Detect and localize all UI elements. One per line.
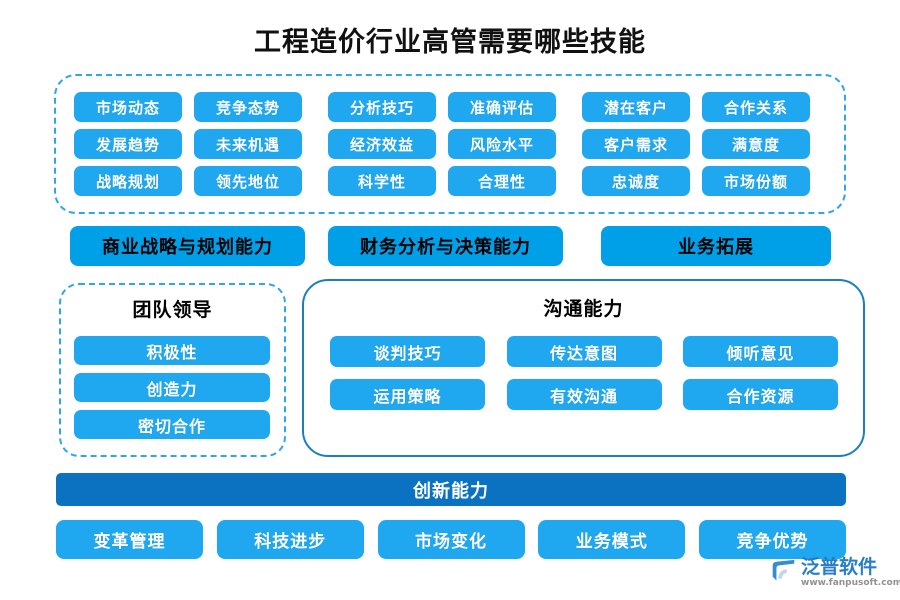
communication-pill[interactable]: 谈判技巧	[330, 336, 485, 367]
communication-pill[interactable]: 合作资源	[683, 379, 838, 410]
team-leadership-pill[interactable]: 创造力	[74, 373, 270, 402]
top-skills-dashed-container	[54, 74, 846, 214]
skill-pill[interactable]: 战略规划	[74, 166, 182, 196]
skill-pill[interactable]: 经济效益	[328, 129, 436, 159]
team-leadership-pill[interactable]: 积极性	[74, 336, 270, 365]
innovation-pill[interactable]: 市场变化	[377, 520, 525, 559]
team-leadership-dashed-container	[59, 283, 286, 457]
skill-pill[interactable]: 科学性	[328, 166, 436, 196]
innovation-items-row: 变革管理 科技进步 市场变化 业务模式 竞争优势	[56, 520, 846, 559]
skill-pill[interactable]: 分析技巧	[328, 92, 436, 122]
watermark-text: 泛普软件 www.fanpusoft.com	[801, 558, 900, 588]
innovation-pill[interactable]: 竞争优势	[699, 520, 846, 559]
top-skills-row-1: 市场动态 竞争态势 分析技巧 准确评估 潜在客户 合作关系	[74, 92, 826, 122]
group-spacer	[556, 129, 582, 159]
innovation-pill[interactable]: 变革管理	[56, 520, 203, 559]
top-skills-row-3: 战略规划 领先地位 科学性 合理性 忠诚度 市场份额	[74, 166, 826, 196]
team-leadership-pill[interactable]: 密切合作	[74, 410, 270, 439]
skill-pill[interactable]: 未来机遇	[194, 129, 302, 159]
top-skills-pair-3: 潜在客户 合作关系	[582, 92, 810, 122]
category-bar-business-development[interactable]: 业务拓展	[601, 226, 831, 266]
team-leadership-title: 团队领导	[132, 299, 213, 321]
communication-container	[302, 279, 865, 457]
communication-row-2: 运用策略 有效沟通 合作资源	[330, 379, 838, 410]
category-bar-financial-analysis[interactable]: 财务分析与决策能力	[328, 226, 563, 266]
communication-pill[interactable]: 运用策略	[330, 379, 485, 410]
watermark-logo: 泛普软件 www.fanpusoft.com	[768, 552, 900, 594]
top-skills-row-2: 发展趋势 未来机遇 经济效益 风险水平 客户需求 满意度	[74, 129, 826, 159]
skill-pill[interactable]: 风险水平	[448, 129, 556, 159]
skill-pill[interactable]: 忠诚度	[582, 166, 690, 196]
group-spacer	[302, 92, 328, 122]
group-spacer	[556, 166, 582, 196]
skill-pill[interactable]: 合理性	[448, 166, 556, 196]
communication-title: 沟通能力	[543, 298, 624, 320]
page-title: 工程造价行业高管需要哪些技能	[254, 27, 646, 58]
communication-grid: 谈判技巧 传达意图 倾听意见 运用策略 有效沟通 合作资源	[330, 336, 838, 410]
top-skills-pair-3: 客户需求 满意度	[582, 129, 810, 159]
skill-pill[interactable]: 市场动态	[74, 92, 182, 122]
skill-pill[interactable]: 潜在客户	[582, 92, 690, 122]
top-skills-pair-1: 战略规划 领先地位	[74, 166, 302, 196]
top-skills-pair-1: 市场动态 竞争态势	[74, 92, 302, 122]
category-bar-business-strategy[interactable]: 商业战略与规划能力	[70, 226, 305, 266]
top-skills-pair-2: 经济效益 风险水平	[328, 129, 556, 159]
skill-pill[interactable]: 准确评估	[448, 92, 556, 122]
watermark-url: www.fanpusoft.com	[801, 578, 900, 588]
skill-pill[interactable]: 发展趋势	[74, 129, 182, 159]
communication-row-1: 谈判技巧 传达意图 倾听意见	[330, 336, 838, 367]
skill-pill[interactable]: 满意度	[702, 129, 810, 159]
top-skills-pair-1: 发展趋势 未来机遇	[74, 129, 302, 159]
skill-pill[interactable]: 合作关系	[702, 92, 810, 122]
innovation-bar[interactable]: 创新能力	[56, 473, 846, 506]
skill-pill[interactable]: 市场份额	[702, 166, 810, 196]
skill-pill[interactable]: 竞争态势	[194, 92, 302, 122]
skill-pill[interactable]: 领先地位	[194, 166, 302, 196]
watermark-brand: 泛普软件	[801, 556, 878, 578]
group-spacer	[302, 129, 328, 159]
skill-pill[interactable]: 客户需求	[582, 129, 690, 159]
communication-pill[interactable]: 有效沟通	[506, 379, 662, 410]
communication-pill[interactable]: 传达意图	[506, 336, 662, 367]
group-spacer	[302, 166, 328, 196]
team-leadership-items: 积极性 创造力 密切合作	[74, 336, 270, 439]
group-spacer	[556, 92, 582, 122]
top-skills-pair-3: 忠诚度 市场份额	[582, 166, 810, 196]
top-skills-grid: 市场动态 竞争态势 分析技巧 准确评估 潜在客户 合作关系 发展趋势 未来机遇 …	[54, 74, 846, 214]
top-skills-pair-2: 科学性 合理性	[328, 166, 556, 196]
innovation-pill[interactable]: 业务模式	[538, 520, 686, 559]
communication-pill[interactable]: 倾听意见	[683, 336, 838, 367]
fanpu-logo-icon	[772, 559, 795, 581]
top-skills-pair-2: 分析技巧 准确评估	[328, 92, 556, 122]
innovation-pill[interactable]: 科技进步	[216, 520, 364, 559]
